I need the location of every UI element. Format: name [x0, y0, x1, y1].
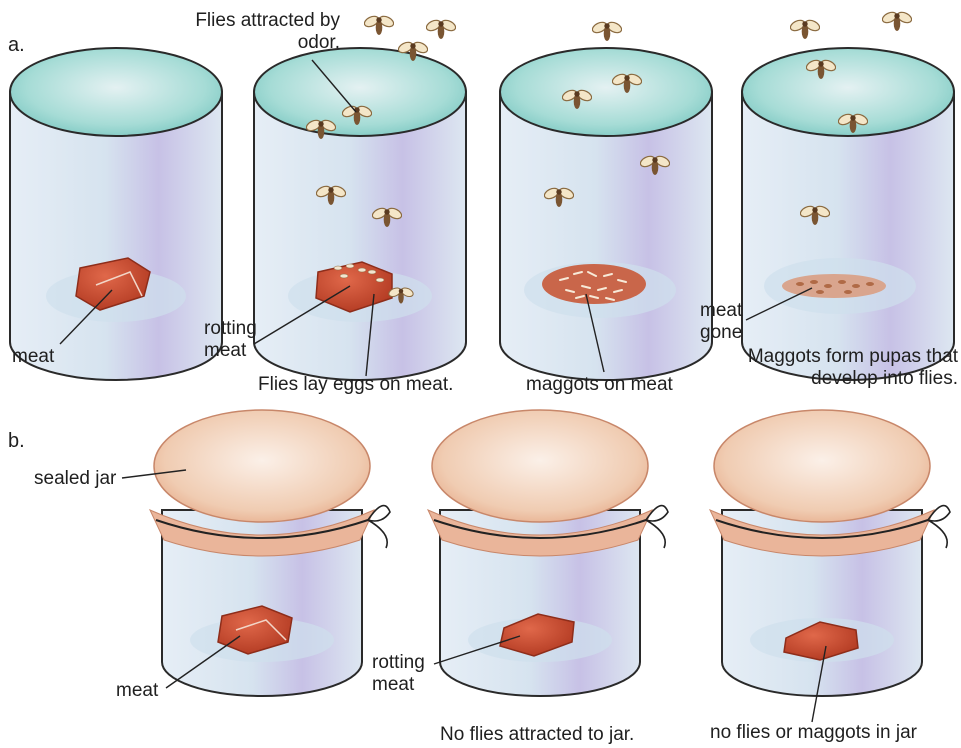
open-jar-1: [10, 48, 222, 380]
sealed-jar-label: sealed jar: [34, 468, 116, 490]
b-jar1-meat-label: meat: [116, 680, 158, 702]
sealed-lid: [432, 410, 648, 522]
jar3-maggots-label: maggots on meat: [526, 374, 673, 396]
open-jar-3: [500, 48, 712, 380]
sealed-lid: [154, 410, 370, 522]
open-jar-4: [742, 48, 954, 380]
jar4-gone-label: meat gone: [700, 300, 750, 344]
open-jar-2: [254, 48, 466, 380]
sealed-jar-3: [710, 410, 950, 696]
flies-attracted-label: Flies attracted by odor.: [180, 10, 340, 54]
jar1-meat-label: meat: [12, 346, 54, 368]
jar2-rotting-label: rotting meat: [204, 318, 274, 362]
jar4-pupas-label: Maggots form pupas that develop into fli…: [742, 346, 958, 390]
sealed-jar-1: [150, 410, 390, 696]
no-flies-maggots-label: no flies or maggots in jar: [710, 722, 917, 744]
jar2-eggs-label: Flies lay eggs on meat.: [258, 374, 453, 396]
panel-a-label: a.: [8, 34, 25, 57]
b-jar2-rotting-label: rotting meat: [372, 652, 442, 696]
panel-b-label: b.: [8, 430, 25, 453]
sealed-jar-2: [428, 410, 668, 696]
no-flies-label: No flies attracted to jar.: [440, 724, 634, 746]
sealed-lid: [714, 410, 930, 522]
